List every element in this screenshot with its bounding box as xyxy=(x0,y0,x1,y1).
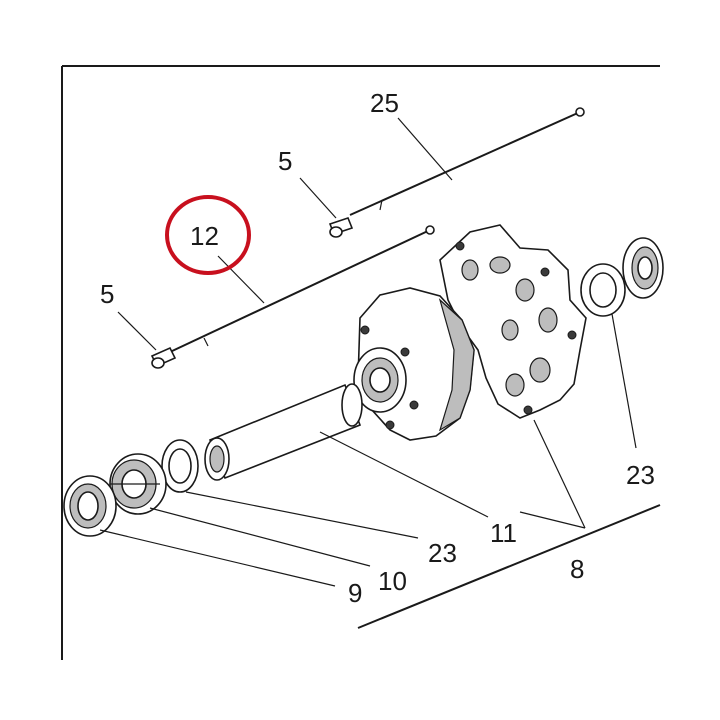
spoke-25 xyxy=(328,107,585,238)
seal-9 xyxy=(63,475,117,537)
callout-25: 25 xyxy=(370,88,399,118)
callout-11: 11 xyxy=(490,518,517,548)
callout-23-right: 23 xyxy=(626,460,655,490)
frame xyxy=(61,65,661,660)
bearing-10 xyxy=(109,453,167,515)
callout-23-bottom: 23 xyxy=(428,538,457,568)
spacer-tube-11 xyxy=(204,383,363,481)
callout-8: 8 xyxy=(570,554,584,584)
callout-labels: 25 5 12 5 23 11 23 8 10 9 xyxy=(100,88,655,608)
hub-body xyxy=(353,287,475,441)
hub-flange xyxy=(439,224,587,419)
callout-5-top: 5 xyxy=(278,146,292,176)
spoke-12 xyxy=(150,225,435,369)
callout-9: 9 xyxy=(348,578,362,608)
callout-5-left: 5 xyxy=(100,279,114,309)
seal-ring-23-right xyxy=(580,263,626,317)
callout-10: 10 xyxy=(378,566,407,596)
seal-right xyxy=(622,237,664,299)
leader-lines xyxy=(99,117,637,587)
highlight-circle xyxy=(165,195,251,275)
seal-ring-23-left xyxy=(161,439,199,493)
callout-12: 12 xyxy=(190,221,219,251)
